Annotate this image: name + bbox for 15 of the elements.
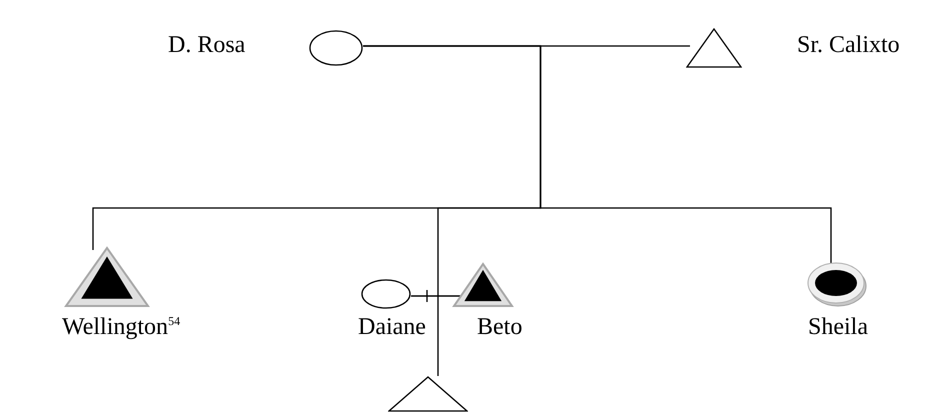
male-symbol <box>686 28 742 68</box>
person-name: D. Rosa <box>168 32 246 59</box>
female-symbol <box>309 30 363 66</box>
affected-female-symbol <box>806 260 868 308</box>
pedigree-line <box>363 45 832 264</box>
male-symbol <box>388 376 468 412</box>
person-name: Wellington$^{54}$ <box>62 314 180 341</box>
person-name: Beto <box>477 314 522 341</box>
affected-male-symbol <box>452 262 514 308</box>
affected-male-symbol <box>64 246 150 308</box>
female-symbol <box>361 279 411 309</box>
person-name: Sr. Calixto <box>797 32 900 59</box>
person-name: Sheila <box>808 314 868 341</box>
person-name: Daiane <box>358 314 426 341</box>
pedigree-line <box>411 295 439 376</box>
